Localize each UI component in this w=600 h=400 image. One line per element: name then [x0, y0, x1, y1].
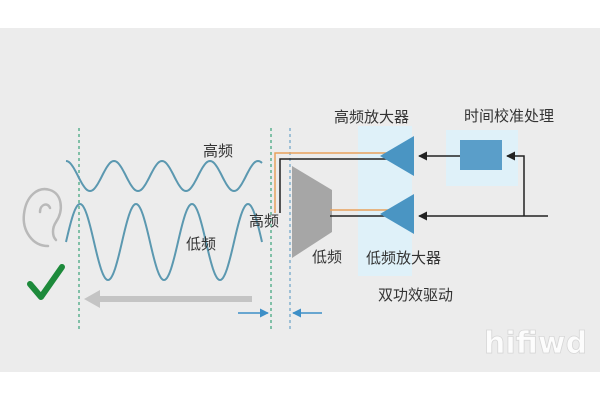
high-frequency-input-label: 高频 [249, 212, 279, 230]
high-frequency-wave-label: 高频 [203, 142, 233, 160]
high-feed-line-dark [279, 158, 392, 213]
ear-icon [22, 187, 63, 248]
speaker-cone-icon [292, 166, 332, 258]
low-frequency-wave [65, 202, 263, 282]
high-frequency-amplifier-label: 高频放大器 [334, 108, 409, 126]
time-align-label: 时间校准处理 [464, 107, 554, 125]
high-feed-line-orange [274, 152, 392, 213]
high-frequency-amplifier-icon [380, 136, 414, 176]
dual-drive-label: 双功效驱动 [378, 286, 453, 304]
propagation-arrow [84, 290, 252, 308]
input-to-delay-arrow [506, 151, 525, 216]
time-align-box [460, 140, 502, 170]
watermark-logo: hifiwd [484, 326, 587, 361]
low-frequency-speaker-label: 低频 [312, 248, 342, 266]
low-frequency-wave-label: 低频 [186, 235, 216, 253]
low-frequency-amplifier-label: 低频放大器 [366, 249, 441, 267]
high-frequency-wave [65, 159, 263, 193]
low-frequency-amplifier-icon [380, 194, 414, 234]
check-icon [27, 264, 65, 300]
